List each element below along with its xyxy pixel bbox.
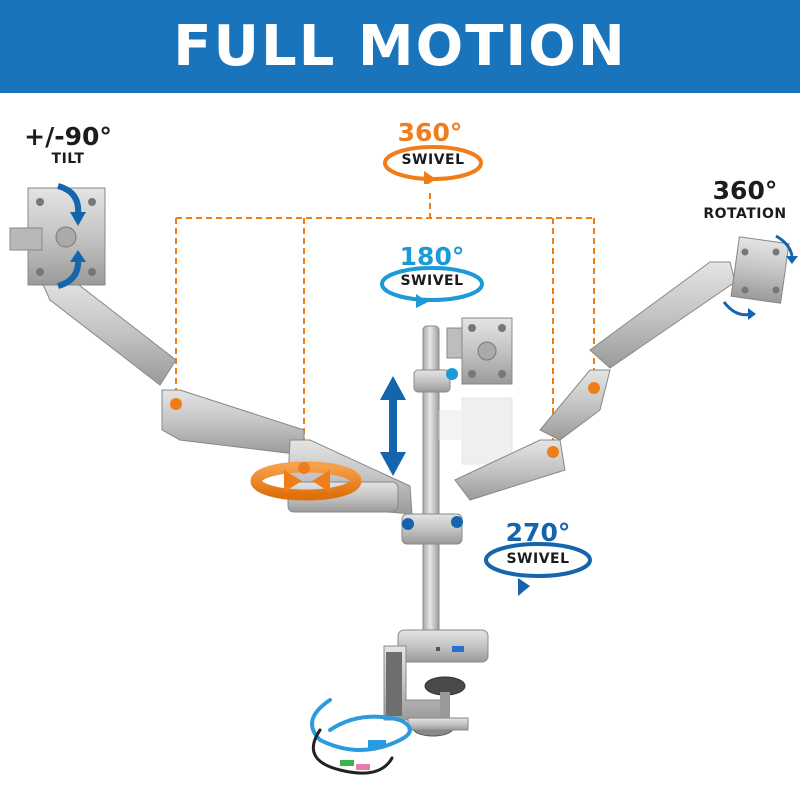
- tilt-value: +/-90°: [24, 122, 112, 151]
- center-swivel-annotation: 360°: [370, 120, 490, 145]
- left-vesa-plate: [9, 187, 106, 286]
- tilt-annotation: +/-90° TILT: [18, 124, 118, 166]
- rotation-value: 360°: [712, 176, 778, 205]
- center-swivel-value: 360°: [397, 118, 463, 147]
- swivel-arrow-icon: [383, 145, 483, 187]
- joint-markers-navy: [402, 516, 463, 530]
- banner-title: FULL MOTION: [173, 14, 627, 79]
- base-swivel-annotation: 270°: [478, 520, 598, 545]
- rotation-arrow-icon: [722, 234, 798, 320]
- double-arrow-vertical-icon: [380, 376, 406, 476]
- mount-swivel-ring: [376, 262, 488, 308]
- center-vesa-plate: [446, 317, 513, 385]
- tilt-label: TILT: [51, 151, 85, 167]
- usb-cables: [310, 698, 412, 775]
- base-swivel-label: SWIVEL: [506, 551, 570, 567]
- reach-guide-lines: [175, 193, 595, 462]
- base-swivel-ring: [480, 540, 596, 604]
- header-banner: FULL MOTION: [0, 0, 800, 93]
- curved-arrow-icon: [57, 183, 86, 289]
- rotation-annotation: 360° ROTATION: [690, 178, 800, 221]
- joint-markers-orange: [170, 382, 600, 474]
- center-swivel-label: SWIVEL: [401, 152, 465, 168]
- mount-swivel-annotation: 180°: [372, 244, 492, 269]
- base-swivel-value: 270°: [505, 518, 571, 547]
- center-pole: [401, 325, 463, 637]
- swivel-arrow-icon: [380, 266, 484, 308]
- center-swivel-ring: [378, 138, 488, 187]
- right-vesa-plate: [730, 236, 790, 304]
- mount-swivel-label: SWIVEL: [400, 273, 464, 289]
- ghost-vesa-plate: [438, 397, 513, 465]
- mount-swivel-value: 180°: [399, 242, 465, 271]
- joint-markers-blue: [446, 368, 458, 380]
- swivel-arrow-icon: [484, 542, 592, 596]
- rotation-label: ROTATION: [703, 206, 787, 222]
